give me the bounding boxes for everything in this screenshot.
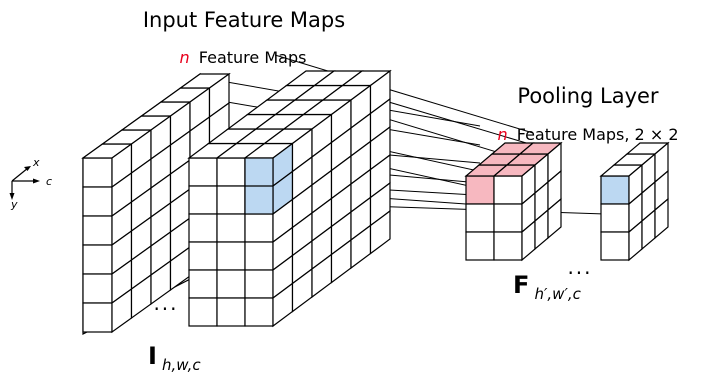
front-cell: [216, 241, 246, 271]
side-cell: [369, 209, 391, 255]
input-tensor-subscript: h,w,c: [162, 356, 201, 372]
front-cell: [244, 241, 274, 271]
front-cell: [216, 185, 246, 215]
front-cell: [216, 157, 246, 187]
front-cell: [465, 231, 495, 261]
x-axis-label: x: [32, 156, 40, 169]
front-cell: [188, 297, 218, 327]
input-tensor-label: I h,w,c: [148, 342, 201, 372]
front-cell: [82, 273, 113, 304]
pooled-map-1: [464, 141, 563, 262]
front-cell: [82, 186, 113, 217]
front-cell: [493, 203, 523, 233]
front-cell: [244, 297, 274, 327]
front-cell: [465, 175, 495, 205]
pooling-tensor-subscript: h′,w′,c: [535, 285, 582, 303]
front-cell: [188, 241, 218, 271]
front-cell: [188, 269, 218, 299]
input-count-label: n Feature Maps: [180, 48, 307, 67]
pooling-count-text: Feature Maps, 2 × 2: [517, 125, 679, 144]
pooling-dots: ...: [567, 255, 592, 279]
front-cell: [82, 157, 113, 188]
front-cell: [188, 213, 218, 243]
front-cell: [188, 157, 218, 187]
y-axis-label: y: [10, 198, 18, 211]
pooling-count-label: n Feature Maps, 2 × 2: [498, 125, 679, 144]
pooled-map-2: [599, 141, 670, 262]
front-cell: [493, 231, 523, 261]
c-axis-label: c: [46, 175, 52, 188]
pooling-tensor-symbol: F: [513, 271, 529, 299]
front-cell: [216, 297, 246, 327]
front-cell: [82, 215, 113, 246]
side-cell: [547, 197, 562, 240]
input-count-text: Feature Maps: [199, 48, 307, 67]
front-cell: [82, 302, 113, 333]
front-cell: [216, 269, 246, 299]
front-cell: [600, 203, 630, 233]
input-dots: ...: [153, 291, 178, 315]
pooling-title: Pooling Layer: [517, 84, 659, 108]
x-axis-arrow: [11, 167, 29, 182]
front-cell: [82, 244, 113, 275]
pooled-map-1-cells: [464, 141, 563, 262]
front-cell: [465, 203, 495, 233]
input-feature-map-2: [187, 69, 392, 328]
front-cell: [600, 231, 630, 261]
side-cell: [654, 197, 669, 240]
front-cell: [493, 175, 523, 205]
input-title: Input Feature Maps: [143, 8, 345, 32]
front-cell: [244, 269, 274, 299]
pooling-tensor-label: F h′,w′,c: [513, 271, 582, 303]
input-count-symbol: n: [180, 48, 190, 67]
input-tensor-symbol: I: [148, 342, 157, 370]
front-cell: [600, 175, 630, 205]
front-cell: [188, 185, 218, 215]
pooled-map-2-cells: [599, 141, 670, 262]
front-cell: [244, 213, 274, 243]
pooling-count-symbol: n: [498, 125, 508, 144]
front-cell: [216, 213, 246, 243]
axis-indicator: [9, 166, 40, 200]
